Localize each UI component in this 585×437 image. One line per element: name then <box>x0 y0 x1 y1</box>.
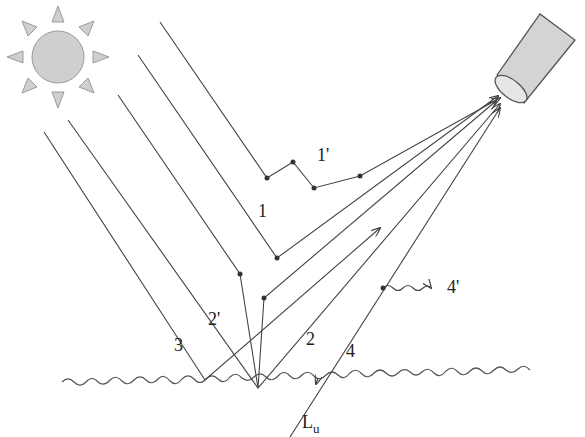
callout-number: 2 <box>306 330 315 348</box>
callout-number: 3 <box>174 336 183 354</box>
callout-number: 1 <box>258 202 267 220</box>
callout-number: 4' <box>447 278 459 296</box>
callout-number: 1' <box>317 146 329 164</box>
sun-symbol <box>7 6 109 108</box>
callout-number: 4 <box>346 342 355 360</box>
ray-paths <box>44 22 500 437</box>
sensor-symbol <box>490 14 575 108</box>
callout-number: u <box>313 422 320 435</box>
scatter-dots <box>238 160 386 301</box>
callout-number: 2' <box>208 310 220 328</box>
callout-number: L <box>302 413 313 431</box>
ground-surface <box>62 366 530 385</box>
